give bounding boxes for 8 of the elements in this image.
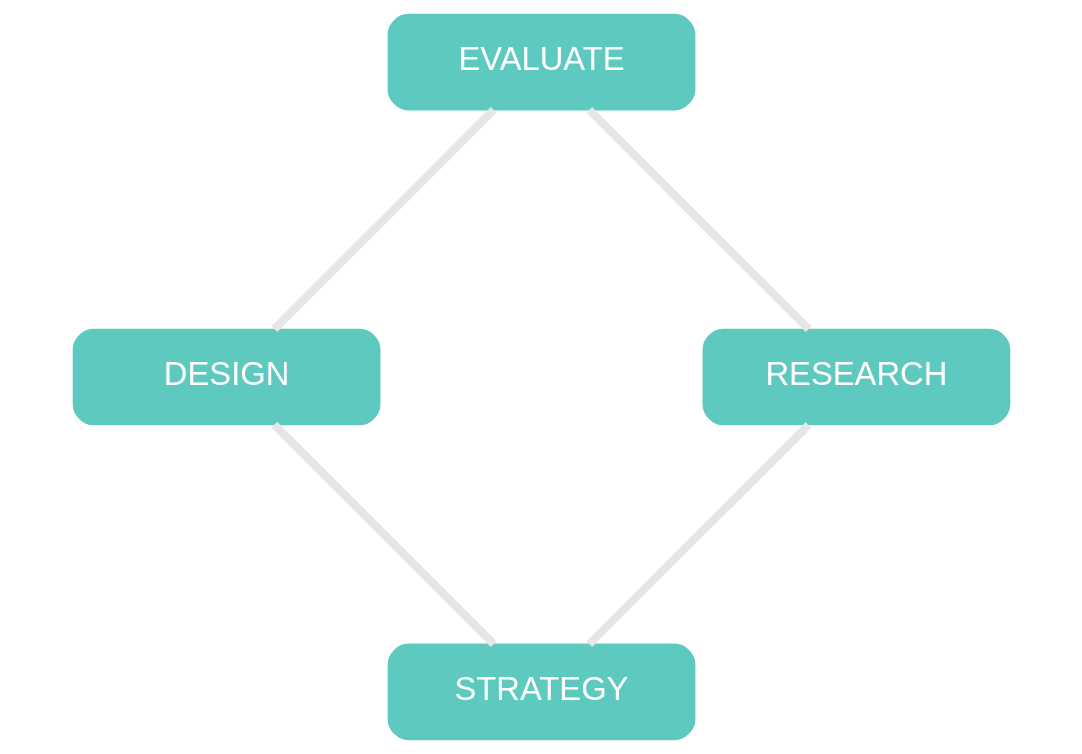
connector xyxy=(585,107,812,333)
node-box: DESIGN xyxy=(72,328,380,426)
node-box: RESEARCH xyxy=(702,328,1010,426)
node-box: STRATEGY xyxy=(387,643,695,741)
connector xyxy=(271,106,497,333)
node-box: EVALUATE xyxy=(387,13,695,111)
connector xyxy=(270,421,497,647)
connector xyxy=(585,421,811,648)
